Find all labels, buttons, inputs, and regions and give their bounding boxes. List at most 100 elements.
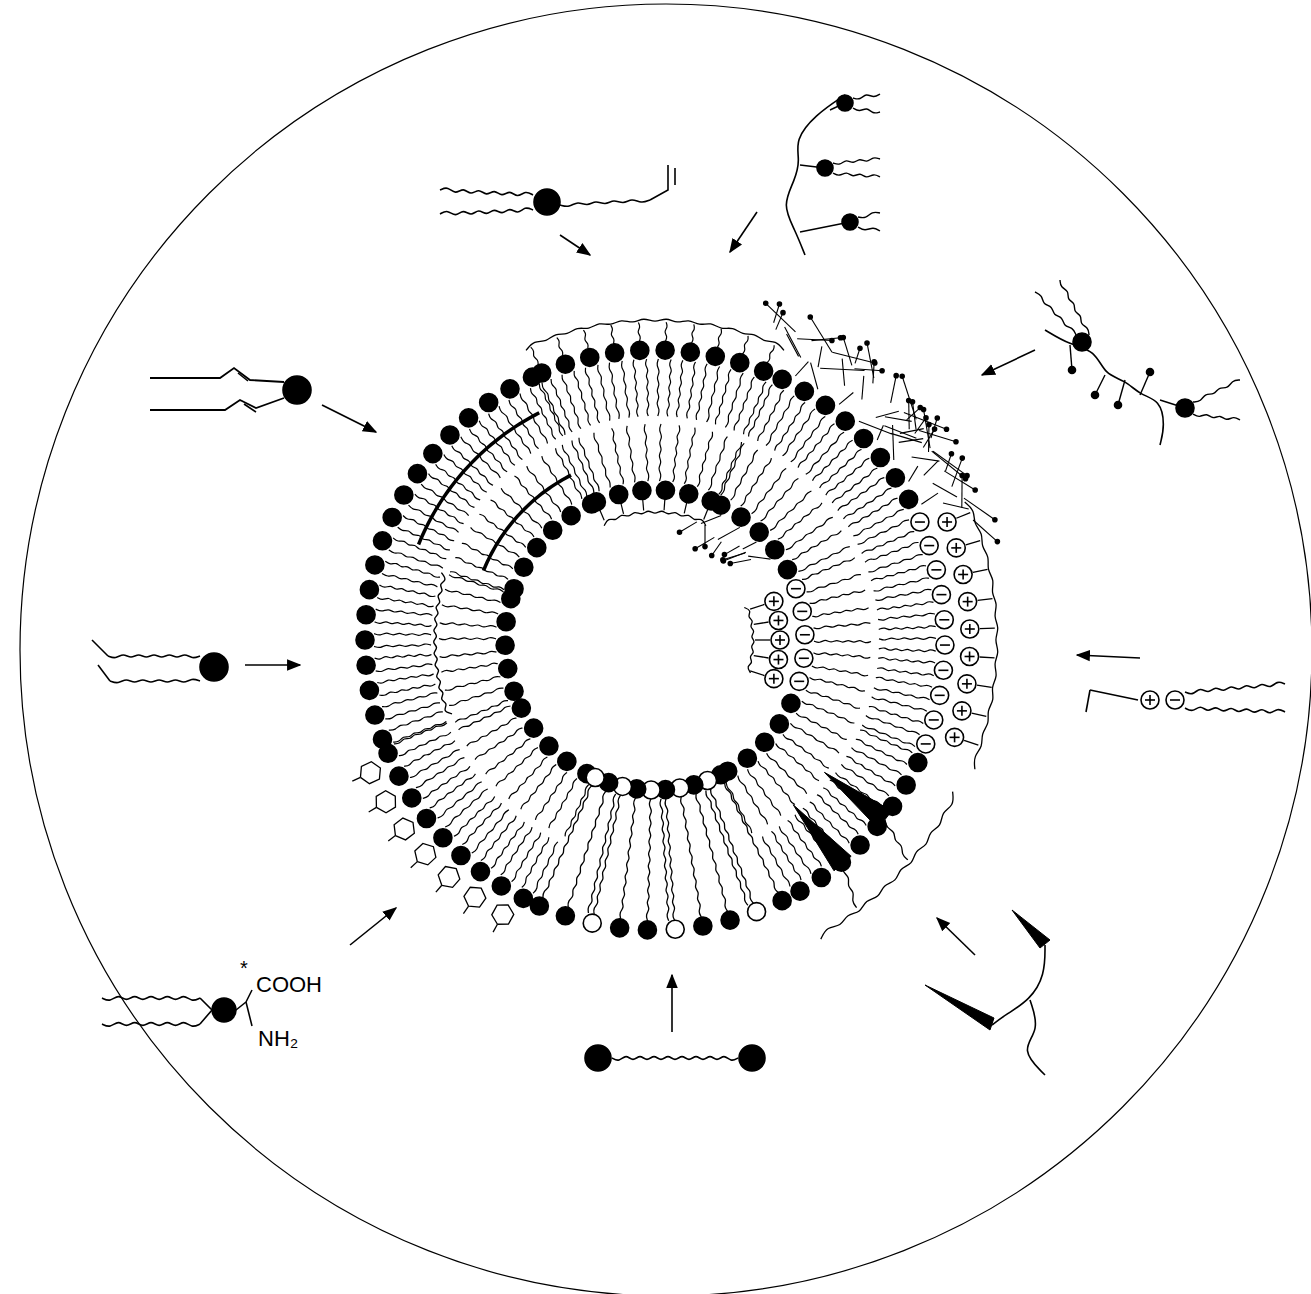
lipid-tail: [814, 640, 871, 642]
lipid-tail: [826, 458, 869, 495]
bola-chain: [568, 791, 606, 907]
lipid-tail: [786, 517, 833, 549]
head-group: [366, 706, 384, 724]
lipid-tail: [877, 668, 934, 676]
charge-stroke: [935, 695, 945, 697]
lipid-tail: [440, 208, 533, 215]
bola-chain: [711, 789, 754, 903]
branch-end: [728, 562, 732, 566]
branch: [885, 417, 912, 422]
lipid-tail: [734, 377, 754, 430]
lipid-tail: [450, 572, 504, 590]
lipid-tail: [393, 721, 446, 742]
head-group: [525, 719, 543, 737]
lipid-tail: [749, 385, 773, 437]
charge-stroke: [946, 517, 948, 527]
branch-end: [973, 488, 977, 492]
lipid-tail: [726, 782, 752, 833]
branch-end: [918, 406, 922, 410]
head-group: [502, 590, 520, 608]
lipid-tail: [442, 605, 498, 614]
lipid-tail: [725, 373, 743, 427]
lipid-tail: [499, 406, 531, 453]
branch: [748, 556, 770, 559]
branch: [766, 303, 796, 332]
branch: [876, 411, 899, 417]
lipid-tail: [445, 789, 488, 827]
branch-end: [924, 416, 928, 420]
bola-chain: [660, 799, 669, 921]
lipid-tail: [646, 359, 649, 416]
head-group: [534, 189, 560, 215]
head-group: [408, 465, 426, 483]
lipid-tail: [542, 383, 565, 435]
branch-end: [894, 374, 898, 378]
lipid-tail: [790, 723, 839, 753]
lipid-tail: [377, 597, 433, 606]
lipid-tail: [375, 654, 432, 659]
head-group: [558, 752, 576, 770]
head-group: [750, 523, 768, 541]
lipid-tail: [438, 782, 482, 818]
polymer-chain: [483, 475, 571, 571]
branch: [873, 362, 874, 384]
head-group: [816, 396, 834, 414]
branch-end: [808, 315, 812, 319]
lipid-tail: [1035, 292, 1076, 335]
lipid-tail: [535, 772, 567, 819]
lipid-tail: [812, 608, 868, 617]
head-group: [528, 539, 546, 557]
lipid-tail: [802, 558, 855, 580]
hexagon-ring: [394, 818, 414, 840]
cation-symbol: [959, 593, 977, 611]
charge-stroke: [915, 521, 925, 523]
charge-stroke: [1170, 699, 1180, 701]
arrow: [350, 908, 396, 945]
double-bond: [244, 404, 256, 412]
lipid-tail: [853, 94, 880, 99]
head-group: [795, 382, 813, 400]
branch: [931, 418, 937, 438]
charge-stroke: [800, 634, 810, 636]
spacer: [663, 499, 665, 510]
branch-end: [935, 416, 939, 420]
charge-stroke: [779, 635, 781, 645]
polymer-chain: [419, 413, 540, 545]
spacer: [236, 1002, 246, 1010]
lipid-tail: [440, 188, 533, 195]
head-group: [756, 733, 774, 751]
lipid-tail: [527, 466, 561, 512]
lipid-tail: [748, 769, 781, 815]
lipid-tail: [838, 478, 885, 511]
head-group: [533, 364, 551, 382]
charge-stroke: [1149, 695, 1151, 705]
head-group: [562, 507, 580, 525]
head-group: [417, 810, 435, 828]
head-group: [360, 681, 378, 699]
head-group: [897, 776, 915, 794]
lipid-tail: [110, 679, 200, 682]
polymer-backbone: [526, 319, 784, 350]
branch: [862, 376, 864, 400]
head-group: [837, 95, 853, 111]
anion-symbol: [925, 711, 943, 729]
polymer-backbone: [1045, 330, 1163, 445]
branch: [723, 552, 745, 561]
lipid-tail: [423, 766, 470, 798]
lipid-tail: [877, 602, 933, 610]
side-group: [411, 862, 418, 868]
head-group: [606, 344, 624, 362]
glycerol-link: [200, 998, 212, 1024]
lipid-tail: [449, 575, 503, 592]
lipid-tail: [501, 827, 532, 875]
lipid-tail: [475, 728, 522, 760]
head-group: [1073, 333, 1091, 351]
lipid-tail: [551, 379, 572, 432]
lipid-tail: [376, 664, 433, 672]
lipid-tail: [798, 424, 834, 468]
tether: [755, 639, 770, 640]
lipid-tail: [479, 514, 525, 547]
lipid-tail: [676, 360, 682, 417]
lipid-tail: [376, 609, 433, 615]
